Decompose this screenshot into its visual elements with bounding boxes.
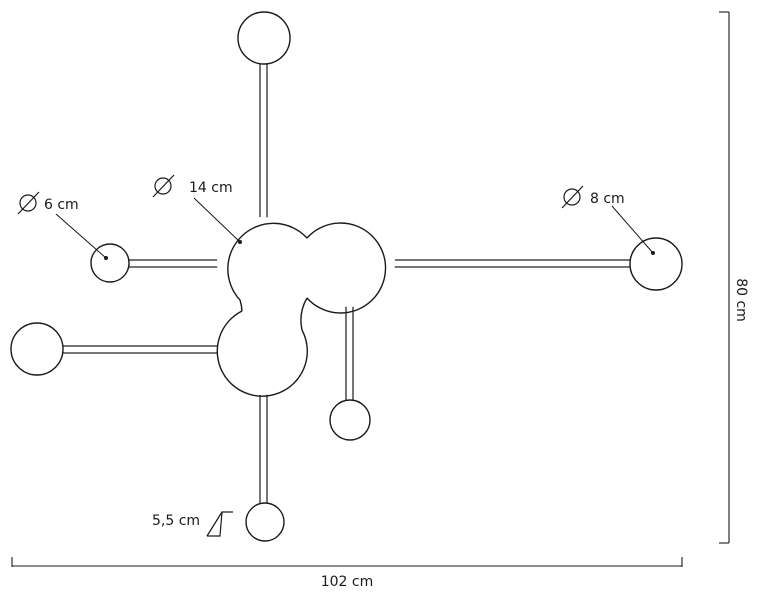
label-bottom-diameter: 5,5 cm [152, 513, 200, 529]
label-height: 80 cm [733, 278, 749, 322]
arm-top [259, 61, 268, 223]
center-cluster [216, 217, 395, 397]
diameter-icon [152, 174, 175, 198]
leader-center-dot [238, 240, 242, 244]
arm-right [393, 259, 635, 268]
leaders [55, 197, 655, 260]
leader-left-small [55, 213, 107, 259]
arm-bottom [259, 391, 268, 505]
center-globe-upper-right [305, 217, 395, 307]
center-globe-upper-left [217, 217, 307, 307]
arm-middle-bottom [345, 305, 354, 403]
label-left-small-diameter: 6 cm [44, 197, 79, 213]
label-width: 102 cm [321, 574, 374, 590]
diameter-icon [17, 174, 584, 215]
globe-right [629, 237, 683, 291]
leader-left-small-dot [104, 256, 108, 260]
label-right-diameter: 8 cm [590, 191, 625, 207]
arm-left-upper [127, 259, 221, 268]
center-globe-lower [217, 305, 307, 395]
globe-top [237, 11, 291, 65]
leader-center [193, 197, 241, 243]
diameter-icon [561, 185, 584, 209]
dimension-height [719, 11, 730, 544]
slope-icon [206, 511, 233, 537]
dimension-width [11, 557, 683, 567]
leader-right-dot [651, 251, 655, 255]
globe-middle-bottom [329, 399, 371, 441]
outer-globes [10, 11, 683, 542]
arm-left-lower [61, 345, 221, 354]
diameter-icon [17, 191, 40, 215]
label-center-diameter: 14 cm [189, 180, 233, 196]
globe-bottom [245, 502, 285, 542]
globe-left-lower [10, 322, 64, 376]
leader-right [611, 205, 654, 254]
